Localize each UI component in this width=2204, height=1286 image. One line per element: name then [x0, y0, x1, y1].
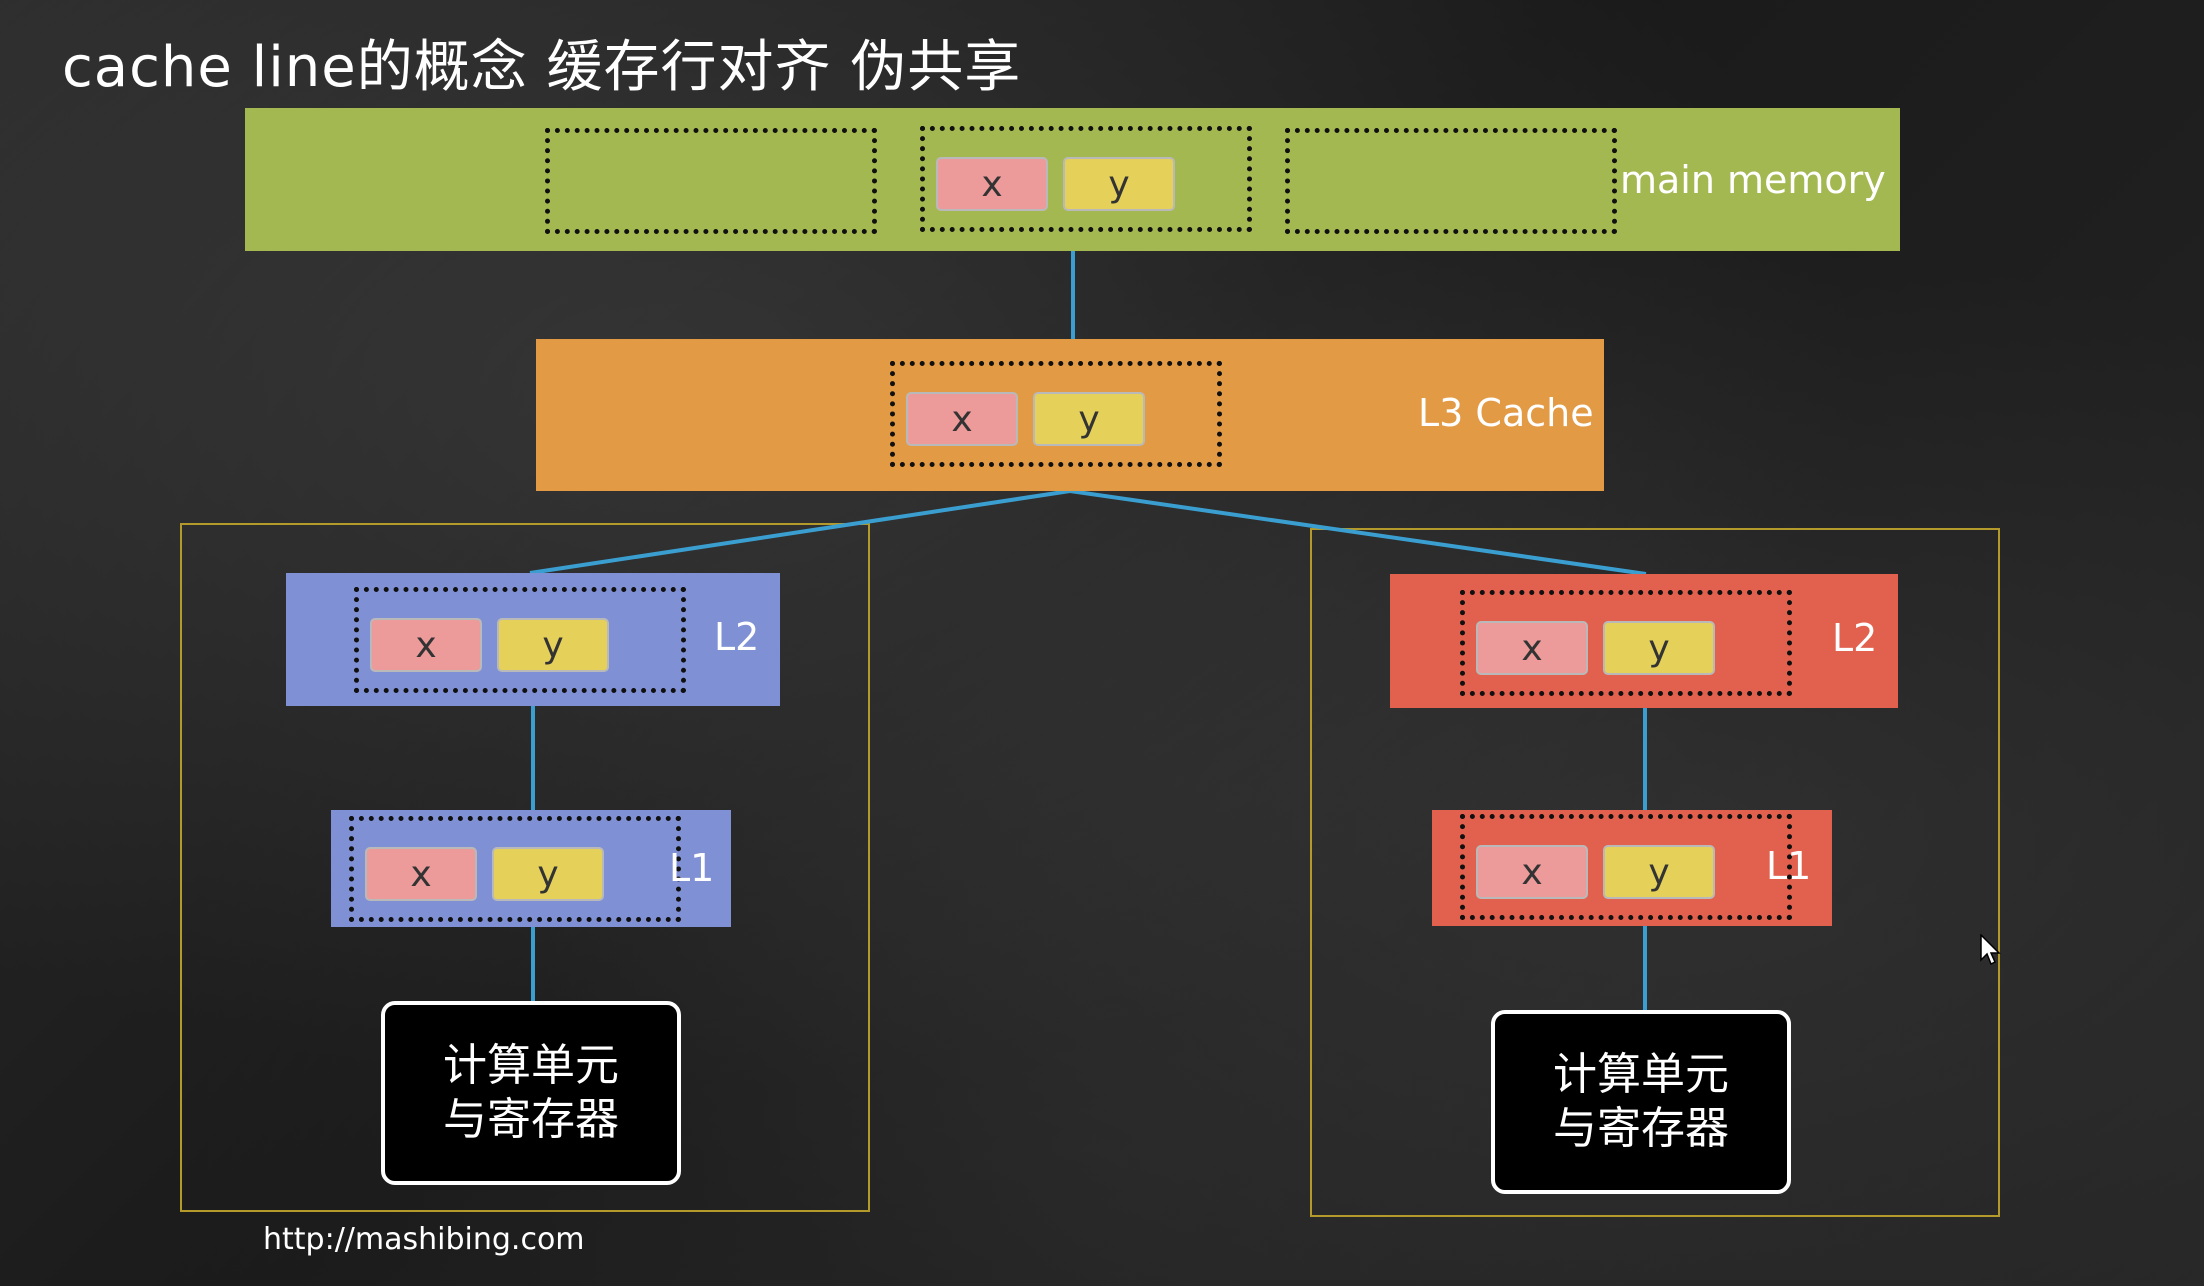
- cache-line-xy: x y: [1460, 814, 1792, 920]
- main-memory-bar: x y main memory: [245, 108, 1900, 251]
- compute-unit-label: 计算单元 与寄存器: [1553, 1049, 1729, 1154]
- cache-line-slot: [1285, 128, 1617, 234]
- left-l1-cache: x y L1: [331, 810, 731, 927]
- var-y-cell: y: [1063, 157, 1175, 211]
- l3-cache-bar: x y L3 Cache: [536, 339, 1604, 491]
- right-l1-cache: x y L1: [1432, 810, 1832, 926]
- var-x-cell: x: [936, 157, 1048, 211]
- l3-cache-label: L3 Cache: [1418, 391, 1594, 435]
- var-x-cell: x: [906, 392, 1018, 446]
- var-x-cell: x: [365, 847, 477, 901]
- cache-line-xy: x y: [349, 816, 681, 922]
- var-y-cell: y: [492, 847, 604, 901]
- cache-line-xy: x y: [1460, 590, 1792, 696]
- left-compute-unit: 计算单元 与寄存器: [381, 1001, 681, 1185]
- right-l2-label: L2: [1832, 616, 1878, 660]
- right-compute-unit: 计算单元 与寄存器: [1491, 1010, 1791, 1194]
- connector-l3-right-l2: [1069, 489, 1647, 576]
- slide-title: cache line的概念 缓存行对齐 伪共享: [62, 35, 1022, 100]
- var-y-cell: y: [497, 618, 609, 672]
- footer-url: http://mashibing.com: [263, 1222, 585, 1257]
- left-l1-label: L1: [669, 846, 715, 890]
- compute-unit-label: 计算单元 与寄存器: [443, 1040, 619, 1145]
- var-x-cell: x: [1476, 621, 1588, 675]
- right-l1-label: L1: [1766, 844, 1812, 888]
- cache-line-xy: x y: [890, 361, 1222, 467]
- var-x-cell: x: [370, 618, 482, 672]
- var-y-cell: y: [1603, 621, 1715, 675]
- core-frame-right: [1310, 528, 2000, 1217]
- left-l2-label: L2: [714, 615, 760, 659]
- right-l2-cache: x y L2: [1390, 574, 1898, 708]
- left-l2-cache: x y L2: [286, 573, 780, 706]
- cache-line-xy: x y: [920, 126, 1252, 232]
- var-y-cell: y: [1603, 845, 1715, 899]
- cache-line-slot: [545, 128, 877, 234]
- mouse-cursor-icon: [1980, 934, 2001, 966]
- connector-l3-left-l2: [529, 489, 1071, 575]
- var-x-cell: x: [1476, 845, 1588, 899]
- main-memory-label: main memory: [1620, 158, 1886, 202]
- cache-line-xy: x y: [354, 587, 686, 693]
- core-frame-left: [180, 523, 870, 1212]
- var-y-cell: y: [1033, 392, 1145, 446]
